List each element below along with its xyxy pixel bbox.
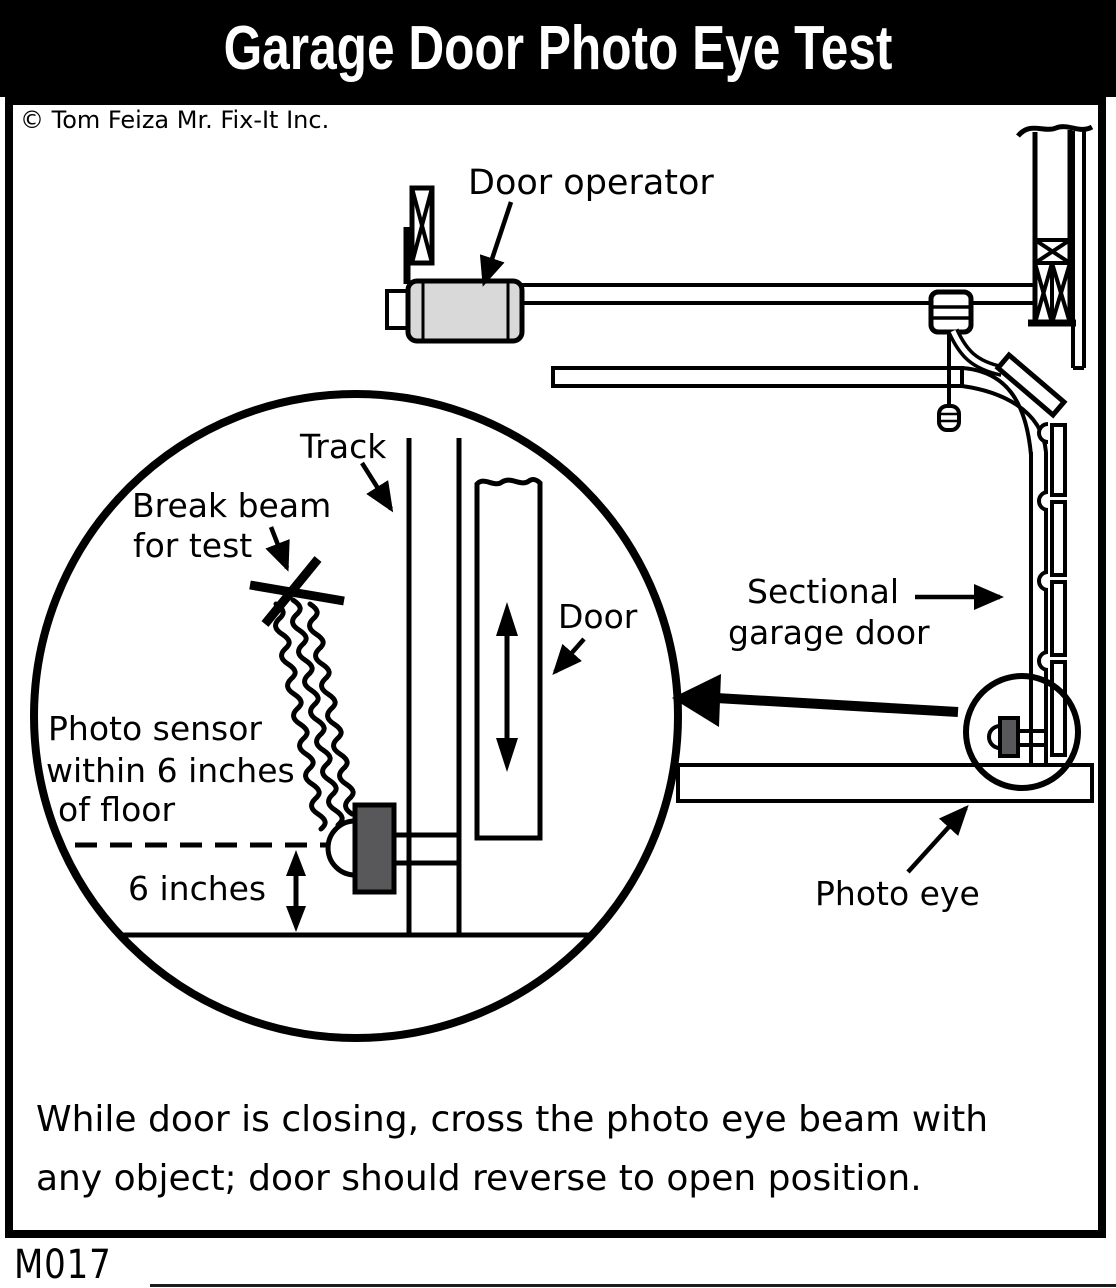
door-roller [1037,650,1049,672]
photo-sensor-lens [325,818,356,878]
photo-sensor-label-line3: of floor [58,790,175,829]
diagram-code: M017 [14,1242,112,1288]
photo-sensor-label-line1: Photo sensor [48,709,262,748]
door-roller [1037,570,1049,592]
break-beam-label-line1: Break beam [132,486,331,525]
photo-eye-highlight-circle [963,673,1081,791]
bottom-rule [150,1284,1116,1287]
break-beam-label-line2: for test [133,526,252,565]
sectional-door-label-line1: Sectional [747,572,899,611]
page-title: Garage Door Photo Eye Test [223,14,893,83]
door-arrow [552,637,586,676]
zoom-arrow [672,674,959,727]
break-beam-mark [249,556,345,627]
horizontal-track [551,366,964,388]
door-roller [1037,490,1049,512]
sectional-door [1037,422,1067,757]
copyright-text: © Tom Feiza Mr. Fix-It Inc. [20,106,330,134]
photo-eye-label: Photo eye [815,874,980,913]
break-beam-arrow [265,526,290,572]
door-travel-arrow [496,602,518,772]
caption-line2: any object; door should reverse to open … [36,1158,922,1200]
door-section-tilted [994,351,1068,419]
door-operator-arrow [479,201,514,287]
caption: While door is closing, cross the photo e… [36,1090,1086,1209]
six-inch-dimension-arrow [286,850,306,932]
photo-eye-lens [987,724,1001,750]
door-arm [947,328,1004,377]
door-operator-label: Door operator [468,163,714,203]
door-roller [1037,422,1049,444]
photo-sensor-label-line2: within 6 inches [46,751,295,790]
photo-eye [987,716,1046,758]
track-arrow [360,461,394,513]
photo-eye-body [998,716,1020,758]
track-label: Track [299,427,387,466]
release-handle [937,404,961,432]
caption-line1: While door is closing, cross the photo e… [36,1099,989,1140]
door-operator-body [405,278,525,344]
photo-sensor [325,802,460,895]
title-bar: Garage Door Photo Eye Test [0,0,1116,97]
operator-bracket [403,185,435,284]
track-lines [406,438,462,935]
six-inches-label: 6 inches [128,869,266,908]
floor-slab [676,763,1094,803]
photo-eye-arrow [906,805,969,874]
wall-framing [1016,124,1094,370]
trolley [928,289,974,432]
door-operator [385,278,525,344]
photo-sensor-body [352,802,397,895]
door-label: Door [558,597,638,636]
beam-squiggles [273,597,356,832]
magnified-view: Track Break beam for test Photo sensor w… [46,427,638,938]
sectional-door-label-line2: garage door [728,613,930,652]
